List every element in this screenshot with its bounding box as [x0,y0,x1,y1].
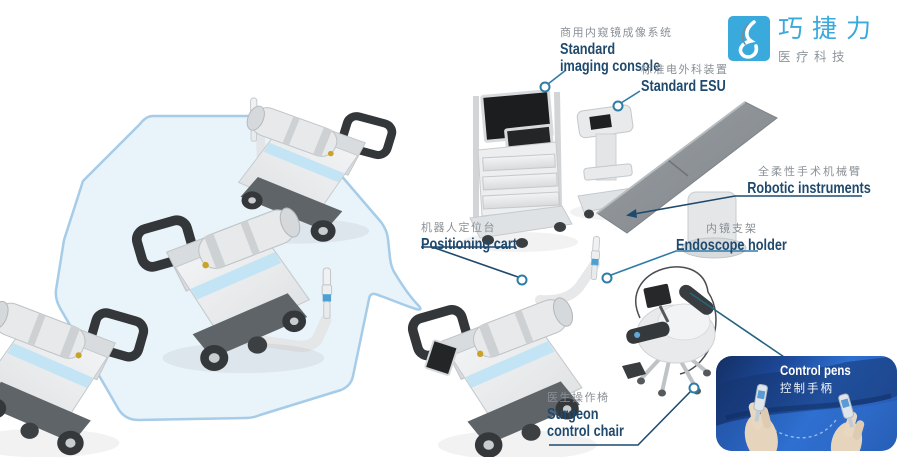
robotic-instruments-leader [627,195,862,216]
label-endoscope-holder-en: Endoscope holder [676,237,787,254]
surgeon-control-chair [622,266,717,397]
positioning-cart-main [410,235,601,457]
operating-table [596,101,778,259]
label-surgeon-chair-en1: Surgeon [547,406,599,423]
logo-hand-curve-icon [728,16,770,61]
label-esu-zh: 标准电外科装置 [641,64,729,76]
label-positioning-cart: 机器人定位台 Positioning cart [421,219,538,254]
positioning-cart-rear-view [225,97,394,244]
label-imaging-console-zh: 商用内窥镜成像系统 [560,27,673,39]
label-positioning-cart-zh: 机器人定位台 [421,222,496,234]
label-endoscope-holder-zh: 内镜支架 [706,223,758,235]
label-surgeon-chair-zh: 医生操作椅 [547,392,610,404]
esu-leader [620,90,641,104]
label-surgeon-chair-en2: control chair [547,422,624,440]
logo-text: 巧捷力 医疗科技 [778,15,880,65]
control-pens-leader [689,292,791,362]
positioning-cart-leader [421,246,519,278]
logo-brand-name: 巧捷力 [778,15,881,43]
callout-lines [421,69,862,446]
imaging-console-cart [462,89,578,252]
control-pen-right [838,393,855,428]
logo-subtitle: 医疗科技 [778,50,851,64]
label-esu-en: Standard ESU [641,78,726,95]
brand-logo: 巧捷力 医疗科技 [727,15,880,65]
label-imaging-console-en1: Standard [560,41,616,58]
surgeon-chair-leader [549,390,692,446]
label-control-pens: Control pens 控制手柄 [780,363,866,398]
label-surgeon-chair: 医生操作椅 Surgeon control chair [547,389,641,440]
label-imaging-console: 商用内窥镜成像系统 Standard imaging console [560,24,682,75]
label-imaging-console-en2: imaging console [560,57,661,75]
label-positioning-cart-en: Positioning cart [421,236,518,253]
positioning-cart-side-view [134,203,333,373]
control-pens-inset: Control pens 控制手柄 [716,356,897,451]
label-control-pens-en: Control pens [780,362,851,378]
control-pen-left [753,383,768,422]
label-endoscope-holder: 内镜支架 Endoscope holder [658,220,787,255]
imaging-console-leader [547,69,567,85]
left-hand-glove [744,383,778,451]
label-esu: 标准电外科装置 Standard ESU [641,61,744,96]
label-robotic-instruments-en: Robotic instruments [747,180,871,197]
right-hand-glove [830,393,865,451]
label-robotic-instruments-zh: 全柔性手术机械臂 [758,166,862,178]
control-pens-photo [716,356,897,451]
label-control-pens-zh: 控制手柄 [780,383,834,395]
label-robotic-instruments: 全柔性手术机械臂 Robotic instruments [722,163,871,198]
endoscope-holder-leader [610,250,758,276]
